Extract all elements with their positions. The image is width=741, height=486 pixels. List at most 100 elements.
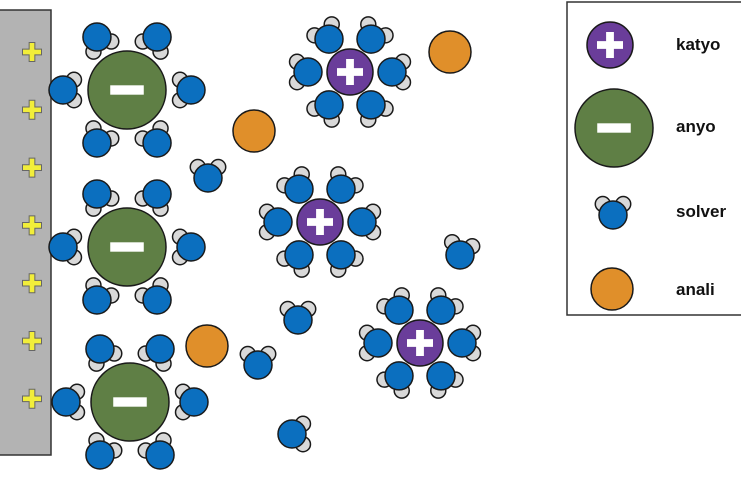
solvent-molecule [82, 277, 120, 315]
oxygen-atom [447, 328, 477, 358]
oxygen-atom [314, 90, 344, 120]
solvent-molecule [447, 324, 482, 362]
solvent-molecule [82, 22, 120, 60]
oxygen-atom [445, 240, 475, 270]
plus-icon [22, 215, 42, 236]
solvent-molecule [377, 53, 412, 91]
solvent-molecule [277, 415, 312, 453]
oxygen-atom [142, 22, 172, 52]
legend [566, 1, 741, 316]
plus-icon [307, 209, 333, 236]
minus-icon [110, 242, 144, 252]
solvent-molecule [189, 158, 227, 193]
solvent-molecule [85, 334, 123, 372]
oxygen-atom [263, 207, 293, 237]
solvent-molecule [356, 90, 394, 128]
oxygen-atom [82, 22, 112, 52]
solvent-molecule [171, 71, 206, 109]
solvent-molecule [443, 233, 481, 270]
solvent-molecule [51, 383, 86, 421]
plus-icon [337, 59, 363, 85]
solvent-molecule [171, 228, 206, 266]
oxygen-atom [356, 90, 386, 120]
legend-label-anion: anyo [676, 117, 716, 136]
oxygen-atom [145, 440, 175, 470]
oxygen-atom [85, 440, 115, 470]
hydrated-anion [48, 22, 206, 158]
oxygen-atom [284, 240, 314, 270]
analyte-molecule [232, 109, 276, 153]
plus-icon [22, 42, 42, 62]
solvent-molecule [279, 300, 317, 335]
legend-label-analyte: anali [676, 280, 715, 299]
solvent-molecule [594, 195, 632, 230]
plus-icon [22, 273, 42, 294]
positive-electrode [0, 9, 52, 456]
solvent-molecule [134, 277, 172, 315]
oxygen-atom [193, 163, 223, 193]
plus-icon [597, 32, 623, 58]
solvent-molecule [137, 432, 175, 470]
hydrated-cation [288, 16, 412, 128]
plus-icon [22, 331, 42, 351]
solvent-molecule [134, 120, 172, 158]
oxygen-atom [51, 387, 81, 417]
solvent-molecule [82, 120, 120, 158]
electrode-plate [0, 9, 52, 456]
solvent-molecule [85, 432, 123, 470]
legend-label-solvent: solver [676, 202, 727, 221]
oxygen-atom [356, 24, 386, 54]
solvent-molecule [48, 228, 83, 266]
solvent-molecule [376, 361, 414, 399]
oxygen-atom [326, 240, 356, 270]
solvent-molecule [137, 334, 175, 372]
analyte-molecule [185, 324, 229, 368]
minus-icon [597, 123, 631, 133]
oxygen-atom [82, 285, 112, 315]
plus-icon [22, 388, 42, 409]
minus-icon [110, 85, 144, 95]
solvent-molecule [258, 203, 293, 241]
oxygen-atom [293, 57, 323, 87]
solvent-molecule [239, 345, 277, 380]
solvent-molecule [326, 166, 364, 204]
solvent-molecule [48, 71, 83, 109]
oxygen-atom [347, 207, 377, 237]
plus-icon [407, 330, 433, 356]
analyte-molecule [590, 267, 634, 311]
oxygen-atom [426, 361, 456, 391]
oxygen-atom [283, 305, 313, 335]
oxygen-atom [284, 174, 314, 204]
solvent-molecule [376, 287, 414, 325]
solvent-molecule [306, 16, 344, 54]
oxygen-atom [142, 128, 172, 158]
oxygen-atom [314, 24, 344, 54]
cation [586, 21, 634, 69]
oxygen-atom [82, 128, 112, 158]
oxygen-atom [85, 334, 115, 364]
solvent-molecule [306, 90, 344, 128]
solvent-molecule [326, 240, 364, 278]
oxygen-atom [176, 232, 206, 262]
oxygen-atom [377, 57, 407, 87]
oxygen-atom [363, 328, 393, 358]
solvent-molecule [276, 166, 314, 204]
solvent-molecule [134, 22, 172, 60]
solvent-molecule [347, 203, 382, 241]
oxygen-atom [48, 75, 78, 105]
plus-icon [22, 99, 42, 120]
oxygen-atom [384, 361, 414, 391]
oxygen-atom [82, 179, 112, 209]
solvent-molecule [134, 179, 172, 217]
hydrated-anion [51, 334, 209, 470]
solvent-molecule [426, 287, 464, 325]
solvent-molecule [276, 240, 314, 278]
hydrated-cation [258, 166, 382, 278]
solvent-molecule [82, 179, 120, 217]
anion [574, 88, 654, 168]
oxygen-atom [142, 285, 172, 315]
solvent-molecule [426, 361, 464, 399]
oxygen-atom [48, 232, 78, 262]
